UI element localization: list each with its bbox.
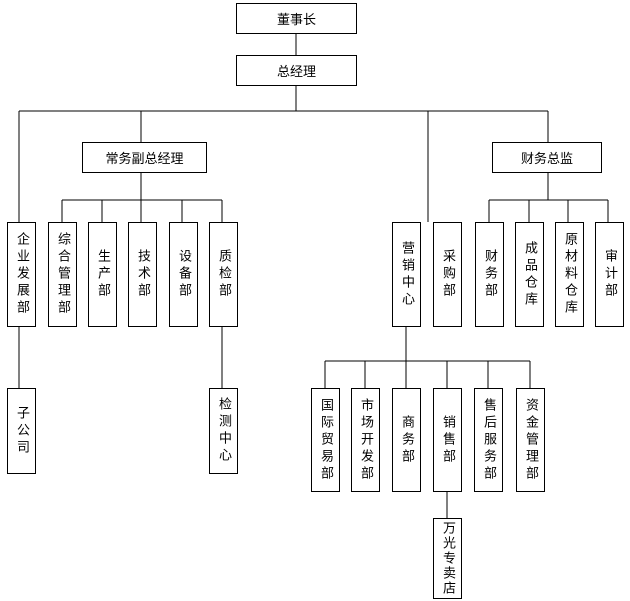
- node-subsidiary: 子公司: [7, 388, 36, 474]
- node-after-sales: 售后服务部: [474, 388, 503, 492]
- node-intl-trade: 国际贸易部: [311, 388, 340, 492]
- node-technology: 技术部: [128, 222, 157, 327]
- node-procurement: 采购部: [433, 222, 462, 327]
- node-finished-goods: 成品仓库: [515, 222, 544, 327]
- node-production: 生产部: [88, 222, 117, 327]
- node-executive-vp: 常务副总经理: [82, 142, 207, 173]
- node-wanguang-store: 万光专卖店: [433, 518, 462, 599]
- node-cfo: 财务总监: [492, 142, 602, 173]
- node-audit: 审计部: [595, 222, 624, 327]
- node-equipment: 设备部: [169, 222, 198, 327]
- node-raw-materials: 原材料仓库: [555, 222, 584, 327]
- node-testing-center: 检测中心: [209, 388, 238, 474]
- node-chairman: 董事长: [236, 3, 357, 34]
- node-business: 商务部: [392, 388, 421, 492]
- node-marketing-center: 营销中心: [392, 222, 421, 327]
- node-enterprise-dev: 企业发展部: [7, 222, 36, 327]
- node-funds-mgmt: 资金管理部: [516, 388, 545, 492]
- node-sales: 销售部: [433, 388, 462, 492]
- node-general-manager: 总经理: [236, 55, 357, 86]
- node-market-dev: 市场开发部: [351, 388, 380, 492]
- node-general-mgmt: 综合管理部: [48, 222, 77, 327]
- node-finance: 财务部: [475, 222, 504, 327]
- node-quality: 质检部: [209, 222, 238, 327]
